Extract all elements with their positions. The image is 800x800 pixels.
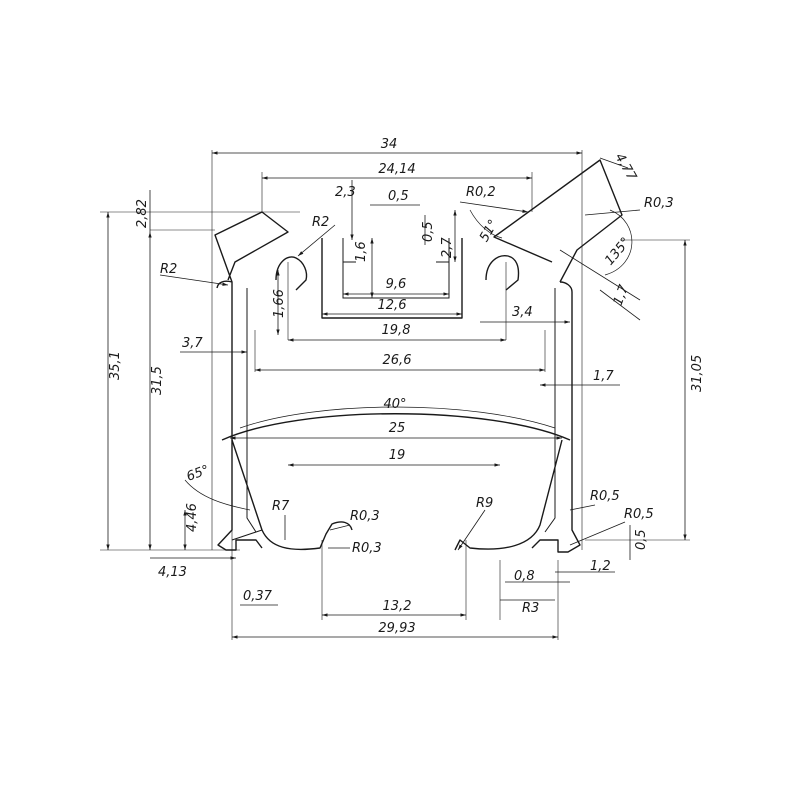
label-foot-08: 0,8 [514, 569, 535, 584]
top-channel-slot [321, 238, 463, 319]
label-inner-height: 31,5 [150, 366, 165, 395]
label-radius-r03-a: R0,3 [350, 509, 380, 524]
label-top-opening-width: 24,14 [378, 162, 415, 177]
label-angle-65: 65° [185, 463, 212, 485]
label-lip-height: 2,7 [440, 237, 455, 258]
label-right-tip-radius: R0,3 [644, 196, 674, 211]
label-radius-r05-b: R0,5 [624, 507, 654, 522]
label-top-offset: 2,82 [135, 199, 150, 228]
label-angle-40: 40° [383, 397, 406, 412]
bottom-leg-inner-left [231, 529, 263, 541]
label-wall-166: 1,66 [272, 289, 287, 318]
arc-angle-51 [469, 209, 503, 239]
label-radius-r05-a: R0,5 [590, 489, 620, 504]
label-slot-198: 19,8 [382, 323, 411, 338]
angle-arcs [184, 209, 633, 511]
label-inner-radius-top: R2 [312, 215, 329, 230]
ext-line [231, 300, 559, 640]
leader-r2-left [159, 274, 229, 286]
leader-r2-top [297, 224, 336, 257]
label-width-2993: 29,93 [378, 621, 415, 636]
label-foot-05: 0,5 [634, 529, 649, 550]
label-foot-12: 1,2 [590, 559, 611, 574]
ext-line [321, 540, 501, 620]
label-radius-r3: R3 [522, 601, 539, 616]
label-top-slot-depth: 2,3 [335, 185, 356, 200]
ext-line [254, 262, 546, 372]
label-top-slot-gap: 0,5 [388, 189, 409, 204]
right-inner-hump [485, 255, 520, 291]
label-right-tip-width: 4,77 [612, 151, 640, 184]
label-wall-17-right: 1,7 [593, 369, 614, 384]
leader-r05-b [569, 521, 626, 546]
label-slot-126: 12,6 [378, 298, 407, 313]
label-width-25: 25 [389, 421, 406, 436]
right-inner-wall [544, 288, 556, 533]
label-wall-17-lower: 1,7 [611, 282, 632, 307]
left-outer-wall [216, 280, 263, 551]
leader-r9 [457, 509, 486, 551]
label-top-lip-radius: R0,2 [466, 185, 496, 200]
left-top-hook [214, 211, 289, 283]
arc-angle-40 [239, 406, 556, 429]
left-inner-hump [275, 256, 308, 291]
label-foot-037: 0,37 [243, 589, 273, 604]
bottom-arch [221, 413, 571, 441]
label-lip-thickness: 0,5 [421, 221, 436, 242]
ext-line [100, 211, 300, 551]
top-channel-inner [342, 238, 450, 299]
arc-angle-65 [184, 479, 251, 511]
label-wall-37: 3,7 [182, 336, 203, 351]
leader-r03-right-angle [559, 249, 641, 301]
profile-outline [214, 159, 623, 553]
label-width-132: 13,2 [383, 599, 412, 614]
label-width-19: 19 [389, 448, 406, 463]
label-foot-413: 4,13 [158, 565, 187, 580]
leader-r02 [459, 201, 529, 213]
leader-r03-a [329, 524, 351, 531]
label-total-height: 35,1 [108, 351, 123, 380]
label-inner-266: 26,6 [383, 353, 412, 368]
right-outer-wall [531, 281, 581, 553]
label-overall-width: 34 [381, 137, 398, 152]
bottom-left-leg [231, 439, 353, 551]
leader-r03-top [584, 209, 641, 216]
label-radius-r03-b: R0,3 [352, 541, 382, 556]
label-angle-51: 51° [477, 217, 502, 244]
label-slot-depth: 1,6 [354, 241, 369, 262]
leader-r05-a [569, 504, 596, 511]
label-radius-r9: R9 [476, 496, 493, 511]
dimension-lines [106, 151, 687, 639]
label-right-height: 31,05 [690, 355, 705, 392]
arc-angle-135 [604, 209, 633, 276]
label-left-radius: R2 [160, 262, 177, 277]
right-top-hook [493, 159, 623, 283]
dimension-labels: 34 24,14 2,3 0,5 R0,2 4,77 R0,3 2,82 R2 … [108, 137, 705, 636]
label-right-wall-34: 3,4 [512, 305, 533, 320]
dim-line-wall-17-lower [599, 289, 641, 321]
label-radius-r7: R7 [272, 499, 290, 514]
bottom-right-leg [454, 439, 563, 551]
ext-line [211, 150, 583, 550]
label-foot-446: 4,46 [185, 503, 200, 532]
label-slot-96: 9,6 [386, 277, 407, 292]
left-inner-wall [246, 288, 257, 533]
dim-line-right-tip [599, 157, 629, 169]
